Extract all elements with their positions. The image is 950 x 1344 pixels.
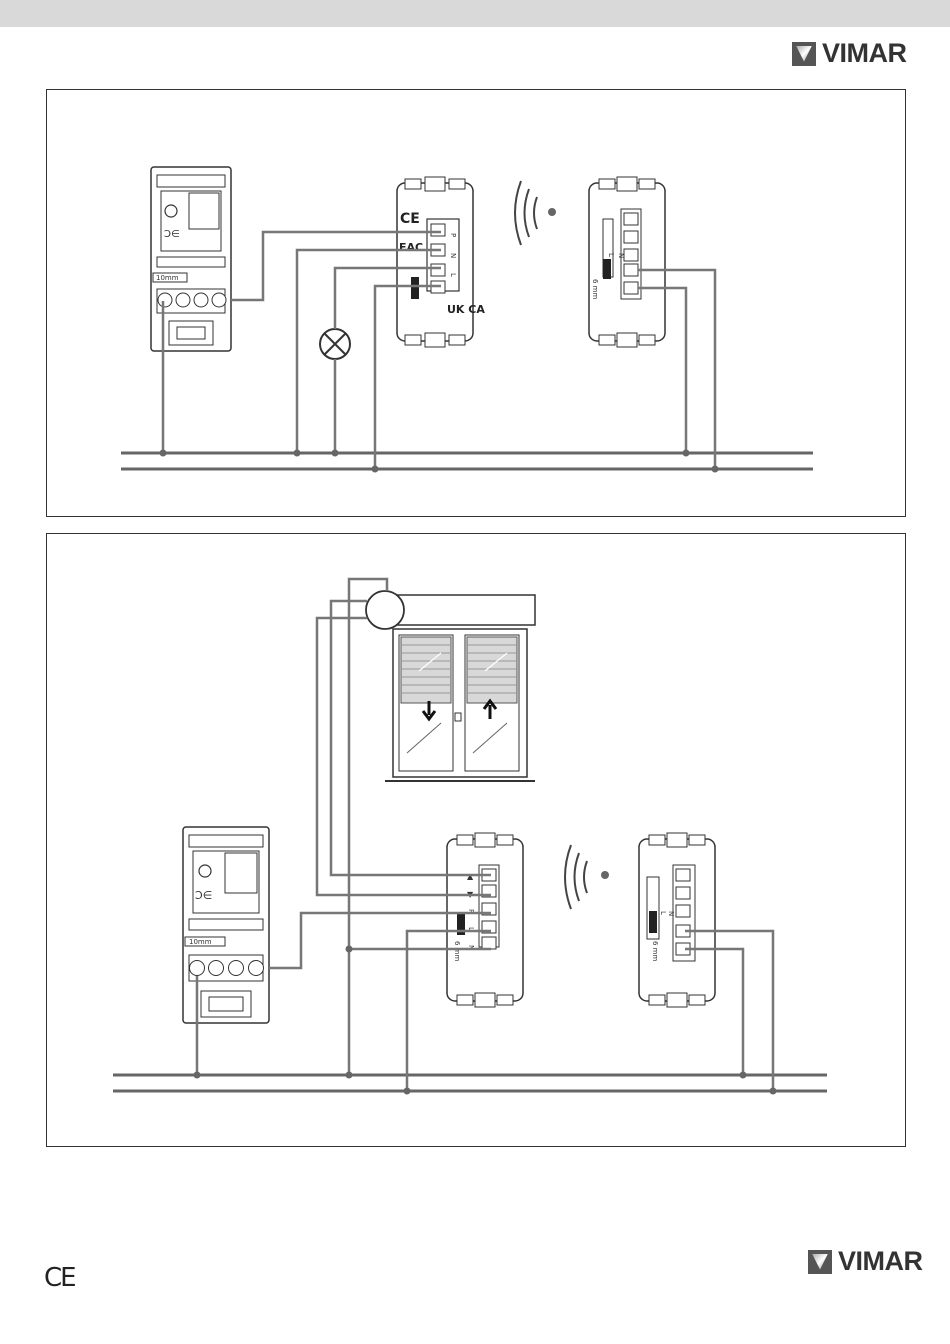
terminal-screw-icon [212, 293, 226, 307]
lamp-icon [320, 329, 350, 359]
roller-shutter-window [366, 591, 535, 781]
strip-length-label: 6 mm [453, 941, 461, 961]
terminal-label-n: N [617, 253, 625, 258]
ce-mark: CE [400, 211, 420, 227]
top-bar [0, 0, 950, 27]
terminal-screw-icon [158, 293, 172, 307]
wiring-diagram-2: Ɔ∈ 10mm ▲ ▼ P L N 6 mm [47, 534, 905, 1146]
wireless-signal-icon [515, 181, 556, 245]
wireless-signal-icon [565, 845, 609, 909]
eac-mark: EAC [399, 241, 423, 254]
terminal-label-l: L [659, 911, 667, 915]
switch-strip-label: 10mm [189, 938, 212, 946]
terminal-screw-icon [209, 961, 224, 976]
vimar-logo-icon [792, 42, 816, 66]
brand-name: VIMAR [822, 38, 907, 69]
terminal-screw-icon [176, 293, 190, 307]
ukca-mark: UK CA [447, 303, 485, 316]
terminal-screw-icon [229, 961, 244, 976]
terminal-label-p: P [449, 233, 457, 237]
ce-mark-footer: CE [44, 1263, 75, 1293]
shutter-actuator-module: ▲ ▼ P L N 6 mm [447, 833, 523, 1007]
wiring-diagram-1: Ɔ∈ 10mm CE EAC UK CA P N L [47, 90, 905, 516]
svg-text:Ɔ∈: Ɔ∈ [164, 229, 180, 240]
wiring-diagram-panel-2: Ɔ∈ 10mm ▲ ▼ P L N 6 mm [46, 533, 906, 1147]
strip-length-label: 6 mm [651, 941, 659, 961]
terminal-label-n: N [449, 253, 457, 258]
terminal-label-n: N [667, 911, 675, 916]
terminal-label-l: L [607, 253, 615, 257]
vimar-logo-icon [808, 1250, 832, 1274]
receiver-module: L N 6 mm [639, 833, 715, 1007]
terminal-label-l: L [449, 273, 457, 277]
brand-name: VIMAR [838, 1246, 923, 1277]
motor-icon [366, 591, 404, 629]
brand-logo-bottom: VIMAR [808, 1246, 923, 1277]
svg-text:Ɔ∈: Ɔ∈ [195, 889, 212, 902]
brand-logo-top: VIMAR [792, 38, 907, 69]
actuator-module: CE EAC UK CA P N L [397, 177, 485, 347]
terminal-screw-icon [249, 961, 264, 976]
terminal-screw-icon [194, 293, 208, 307]
terminal-label-up: ▲ [467, 872, 474, 881]
terminal-screw-icon [190, 961, 205, 976]
switch-strip-label: 10mm [156, 274, 179, 282]
strip-length-label: 6 mm [591, 279, 599, 299]
wiring-diagram-panel-1: Ɔ∈ 10mm CE EAC UK CA P N L [46, 89, 906, 517]
receiver-module: L N 6 mm [589, 177, 665, 347]
